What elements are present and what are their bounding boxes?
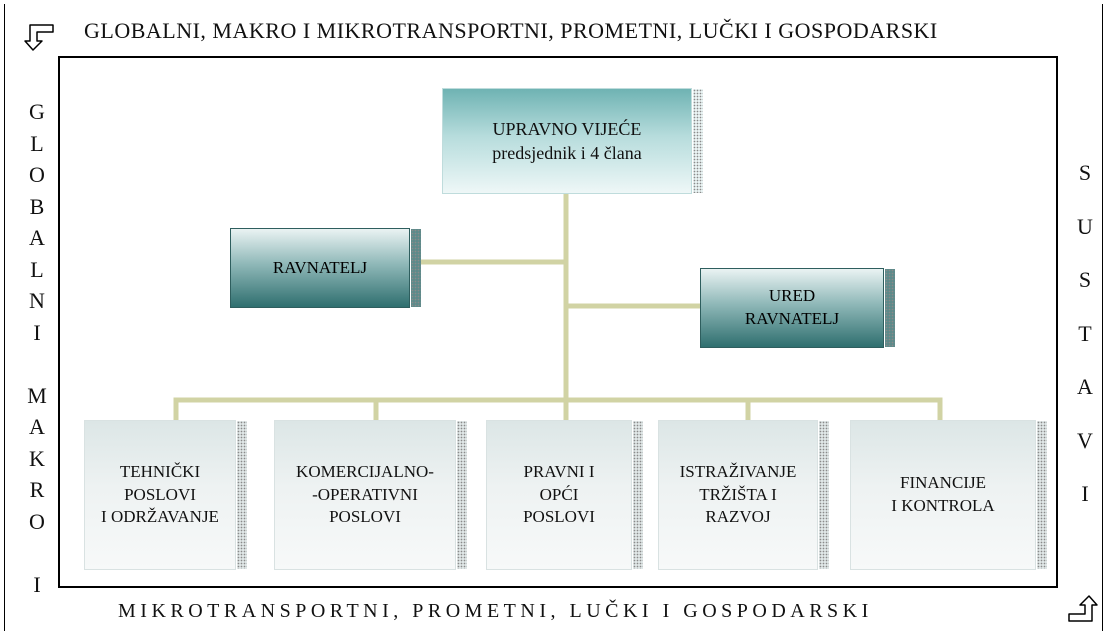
box-side-texture <box>633 421 643 569</box>
box-side-texture <box>1037 421 1047 569</box>
left-vertical-letter: O <box>29 508 45 534</box>
left-vertical-letter: A <box>29 225 45 250</box>
turn-arrow-icon <box>24 24 54 51</box>
right-vertical-letter: V <box>1077 427 1093 453</box>
right-vertical-text: S U S T A V I <box>1070 146 1100 521</box>
right-vertical-letter: I <box>1081 481 1089 506</box>
department-box: ISTRAŽIVANJE TRŽIŠTA I RAZVOJ <box>658 420 829 570</box>
right-vertical-letter: U <box>1077 213 1093 239</box>
box-side-texture <box>819 421 829 569</box>
department-box: KOMERCIJALNO- -OPERATIVNI POSLOVI <box>274 420 467 570</box>
director-label: RAVNATELJ <box>272 257 368 277</box>
right-vertical-letter: A <box>1077 374 1093 399</box>
office-box: URED RAVNATELJ <box>700 268 895 348</box>
department-label: FINANCIJE I KONTROLA <box>891 473 995 515</box>
right-vertical-letter: S <box>1078 160 1092 185</box>
left-vertical-letter: L <box>30 256 44 282</box>
box-side-texture <box>457 421 467 569</box>
left-vertical-letter: O <box>29 162 45 187</box>
outer-frame <box>4 4 1103 631</box>
left-vertical-letter: I <box>33 319 41 345</box>
department-box: FINANCIJE I KONTROLA <box>850 420 1047 570</box>
left-vertical-letter: M <box>27 382 47 408</box>
bottom-title: MIKROTRANSPORTNI, PROMETNI, LUČKI I GOSP… <box>118 600 873 622</box>
left-vertical-letter: R <box>29 477 45 502</box>
left-vertical-letter: G <box>29 99 45 124</box>
director-box: RAVNATELJ <box>230 228 421 308</box>
turn-arrow-icon <box>1068 595 1098 622</box>
box-side-texture <box>885 269 895 347</box>
box-side-texture <box>237 421 247 569</box>
department-label: KOMERCIJALNO- -OPERATIVNI POSLOVI <box>296 461 434 527</box>
board-subtitle: predsjednik i 4 člana <box>492 143 642 163</box>
department-label: ISTRAŽIVANJE TRŽIŠTA I RAZVOJ <box>679 461 797 527</box>
right-vertical-letter: T <box>1078 320 1092 346</box>
left-vertical-letter: L <box>30 130 44 156</box>
box-side-texture <box>411 229 421 307</box>
left-vertical-letter: N <box>29 288 45 313</box>
left-vertical-letter: I <box>33 571 41 597</box>
office-label: URED RAVNATELJ <box>744 286 840 328</box>
left-vertical-letter: A <box>29 414 45 439</box>
department-box: PRAVNI I OPĆI POSLOVI <box>486 420 643 570</box>
department-box: TEHNIČKI POSLOVI I ODRŽAVANJE <box>84 420 247 570</box>
left-vertical-letter: K <box>29 445 45 471</box>
board-title: UPRAVNO VIJEĆE <box>492 118 642 139</box>
department-label: PRAVNI I OPĆI POSLOVI <box>523 461 595 527</box>
board-box: UPRAVNO VIJEĆE predsjednik i 4 člana <box>442 88 703 194</box>
inner-frame <box>58 56 1058 588</box>
department-label: TEHNIČKI POSLOVI I ODRŽAVANJE <box>101 461 219 527</box>
left-vertical-letter: B <box>29 193 45 219</box>
right-vertical-letter: S <box>1078 267 1092 292</box>
top-title: GLOBALNI, MAKRO I MIKROTRANSPORTNI, PROM… <box>84 18 938 43</box>
box-side-texture <box>693 89 703 193</box>
